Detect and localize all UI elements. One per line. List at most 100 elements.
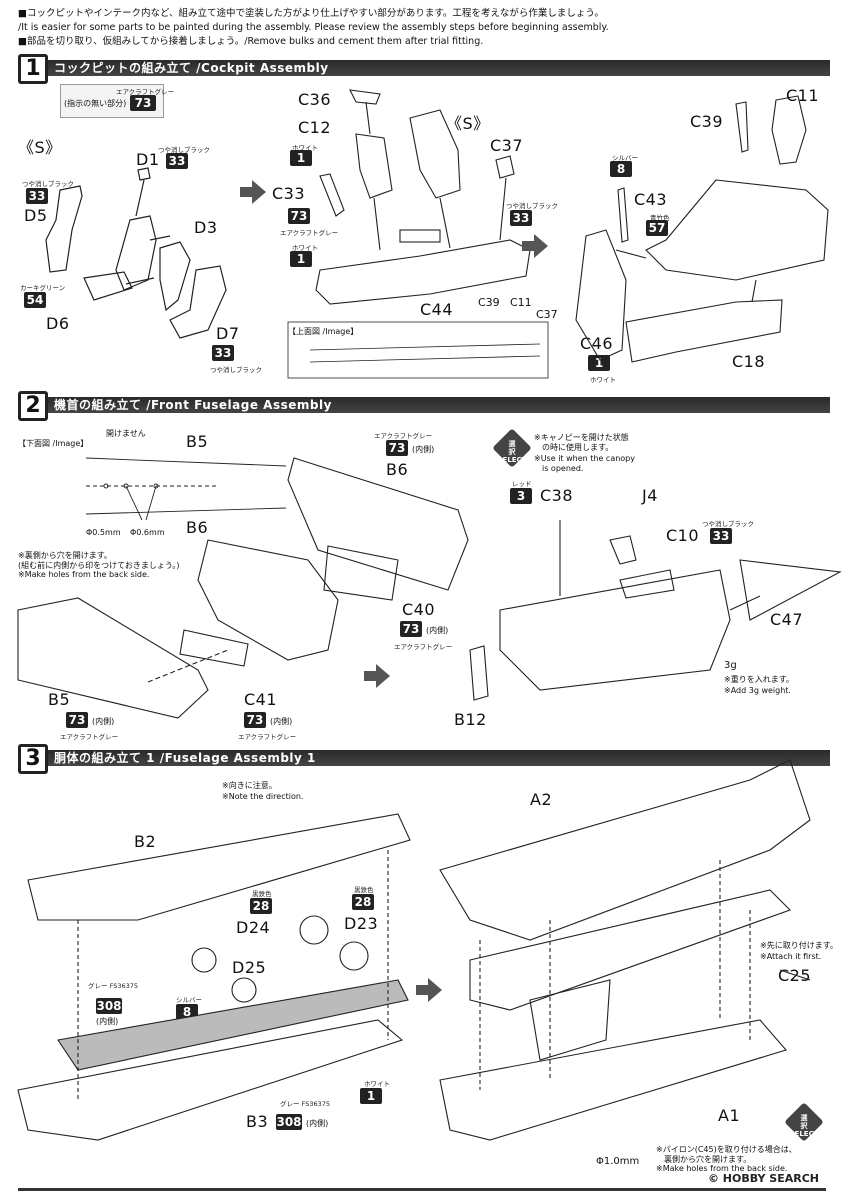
D23-color-caption: 黒鉄色 — [354, 886, 374, 894]
C46-color-caption: ホワイト — [590, 376, 616, 384]
label-D25: D25 — [232, 958, 267, 977]
inset-image — [287, 321, 549, 379]
label-B12: B12 — [454, 710, 487, 729]
back-side-note-2: (組む前に内側から印をつけておきましょう。) — [18, 561, 180, 570]
C12-color-chip: 1 — [290, 150, 312, 166]
label-B6: B6 — [386, 460, 409, 479]
part-D7-shape — [169, 265, 227, 339]
step2-title: 機首の組み立て /Front Fuselage Assembly — [54, 398, 332, 412]
B2-color-chip: 308 — [96, 998, 122, 1014]
C43b-color-chip: 57 — [646, 220, 668, 236]
s-mark-left: 《S》 — [18, 138, 62, 157]
back-side-note-3: ※Make holes from the back side. — [18, 570, 150, 579]
C41-color-suffix: (内側) — [270, 717, 293, 726]
attach-note-1: ※先に取り付けます。 — [760, 941, 838, 950]
canopy-note-3: ※Use it when the canopy — [534, 454, 635, 463]
D24-color-chip: 28 — [250, 898, 272, 914]
label-C44: C44 — [420, 300, 454, 319]
label-C11: C11 — [786, 86, 820, 105]
arrow-3 — [416, 978, 442, 1002]
select-line-3: SELECT — [497, 456, 527, 464]
default-color-chip: 73 — [130, 95, 156, 111]
step2-bar — [18, 397, 830, 413]
step1-number: 1 — [18, 54, 48, 84]
default-color-note: (指示の無い部分) — [64, 99, 127, 108]
canopy-note-4: is opened. — [542, 464, 584, 473]
label-C37: C37 — [490, 136, 524, 155]
C38-color-chip: 3 — [510, 488, 532, 504]
C46-color-chip: 1 — [588, 355, 610, 371]
label-D3: D3 — [194, 218, 218, 237]
part-B3-inner-shape — [57, 979, 409, 1071]
label-C37-inset: C37 — [536, 308, 558, 321]
label-J4: J4 — [642, 486, 658, 505]
label-C10: C10 — [666, 526, 700, 545]
label-C25: C25 — [778, 966, 812, 985]
D24-color-caption: 黒鉄色 — [252, 890, 272, 898]
arrow-2 — [364, 664, 390, 688]
weight-note-1: ※重りを入れます。 — [724, 675, 794, 684]
part-B12-shape — [469, 645, 489, 701]
select3-line-1: 選 — [800, 1114, 808, 1122]
canopy-note-2: の時に使用します。 — [542, 443, 614, 452]
part-A1-shape — [439, 1019, 787, 1141]
B5-color-caption: エアクラフトグレー — [60, 733, 119, 741]
front-fuselage-right-diagram — [469, 520, 842, 701]
part-B2-shape — [27, 813, 411, 921]
select3-line-3: SELECT — [789, 1130, 819, 1138]
attach-note-2: ※Attach it first. — [760, 952, 822, 961]
part-C46-shape — [575, 229, 627, 361]
C43-color-caption: シルバー — [612, 154, 638, 162]
part-C18-shape — [625, 299, 783, 363]
C12-color-caption: ホワイト — [292, 144, 318, 152]
select-line-1: 選 — [508, 440, 516, 448]
step1-image-label: 【上面図 /Image】 — [288, 327, 359, 336]
seat-diagram-left — [45, 167, 227, 339]
label-D24: D24 — [236, 918, 271, 937]
label-B2: B2 — [134, 832, 157, 851]
header-note-2: ∕It is easier for some parts to be paint… — [18, 22, 609, 33]
label-C41: C41 — [244, 690, 278, 709]
part-C12-shape — [355, 133, 393, 199]
B6-color-chip: 73 — [386, 440, 408, 456]
direction-note-1: ※向きに注意。 — [222, 781, 277, 790]
B2-color-caption: グレー FS36375 — [88, 982, 138, 990]
select-badge-text-3: 選 択 SELECT — [784, 1114, 824, 1138]
label-D5: D5 — [24, 206, 48, 225]
label-C40: C40 — [402, 600, 436, 619]
part-C44-shape — [315, 239, 531, 305]
default-color-caption: エアクラフトグレー — [116, 88, 175, 96]
nose-fuselage-shape — [499, 569, 731, 691]
step3-number: 3 — [18, 744, 48, 774]
part-C40-shape — [323, 545, 399, 601]
part-D25b-shape — [231, 977, 257, 1003]
header-note-1: ■コックピットやインテーク内など、組み立て途中で塗装した方がより仕上げやすい部分… — [18, 8, 604, 19]
part-C33-shape — [319, 173, 345, 217]
part-C11-shape — [771, 95, 807, 165]
C44-color-chip: 1 — [290, 251, 312, 267]
label-C36: C36 — [298, 90, 332, 109]
part-C10-shape — [619, 569, 675, 599]
step3-title: 胴体の組み立て 1 /Fuselage Assembly 1 — [54, 751, 316, 765]
inner-part-shape — [469, 889, 792, 1011]
D25-color-caption: シルバー — [176, 996, 202, 1004]
watermark: © HOBBY SEARCH — [704, 1172, 822, 1185]
C10-color-chip: 33 — [710, 528, 732, 544]
part-D23-shape — [339, 941, 369, 971]
part-C47-shape — [739, 559, 842, 621]
C33-color-caption: エアクラフトグレー — [280, 229, 339, 237]
part-C25-shape — [779, 969, 811, 981]
select-line-2: 択 — [508, 448, 516, 456]
s-mark-mid: 《S》 — [446, 114, 490, 133]
part-B5-shape — [17, 597, 209, 719]
cockpit-right-diagram — [575, 95, 829, 363]
arrow-1a — [240, 180, 266, 204]
part-B6-shape — [287, 457, 469, 591]
C40-color-caption: エアクラフトグレー — [394, 643, 453, 651]
part-C41-shape — [179, 629, 249, 667]
direction-note-2: ※Note the direction. — [222, 792, 304, 801]
step1-bar — [18, 60, 830, 76]
label-C46: C46 — [580, 334, 614, 353]
B2-color-suffix: (内側) — [96, 1017, 119, 1026]
label-D1: D1 — [136, 150, 160, 169]
